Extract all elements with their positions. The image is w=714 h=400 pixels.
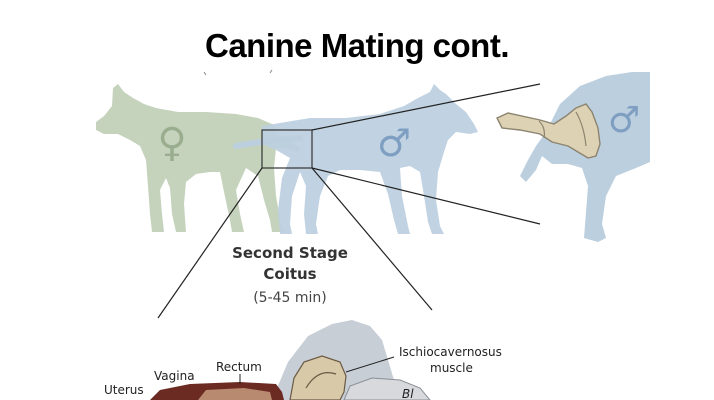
female-dog-silhouette xyxy=(96,84,300,232)
female-symbol: ♀ xyxy=(157,120,186,166)
stage-duration: (5-45 min) xyxy=(253,290,327,306)
label-ischiocavernosus: Ischiocavernosus xyxy=(399,345,502,359)
stray-mark xyxy=(269,69,273,74)
bladder-region xyxy=(343,377,431,400)
label-uterus: Uterus xyxy=(104,383,144,397)
penis-detail xyxy=(496,103,601,159)
rectal-tissue xyxy=(198,388,272,400)
stage-title: Second Stage xyxy=(232,244,348,262)
callout-line-right-upper xyxy=(311,83,541,131)
male-dog-tail xyxy=(233,135,303,149)
penis-detail-ring xyxy=(575,111,587,147)
muscle-contour xyxy=(305,372,337,389)
anatomy-cross-section xyxy=(150,320,431,400)
zoom-box xyxy=(261,129,313,169)
male-symbol-detail: ♂ xyxy=(608,100,640,141)
label-vagina: Vagina xyxy=(154,369,195,383)
callout-line-bottom-left xyxy=(157,167,263,319)
stray-mark xyxy=(203,71,207,76)
male-dog-silhouette xyxy=(262,84,478,234)
callout-line-right-lower xyxy=(311,167,541,225)
slide-title: Canine Mating cont. xyxy=(205,27,510,64)
stage-subtitle: Coitus xyxy=(263,265,316,283)
label-bladder-partial: Bl xyxy=(402,387,414,400)
ischiocavernosus-muscle xyxy=(289,355,347,400)
callout-line-bottom-right xyxy=(311,167,433,311)
label-muscle: muscle xyxy=(430,361,473,375)
label-rectum: Rectum xyxy=(216,360,262,374)
male-symbol: ♂ xyxy=(377,121,411,165)
leader-ischio xyxy=(345,356,395,373)
penis-detail-ring xyxy=(538,120,546,139)
